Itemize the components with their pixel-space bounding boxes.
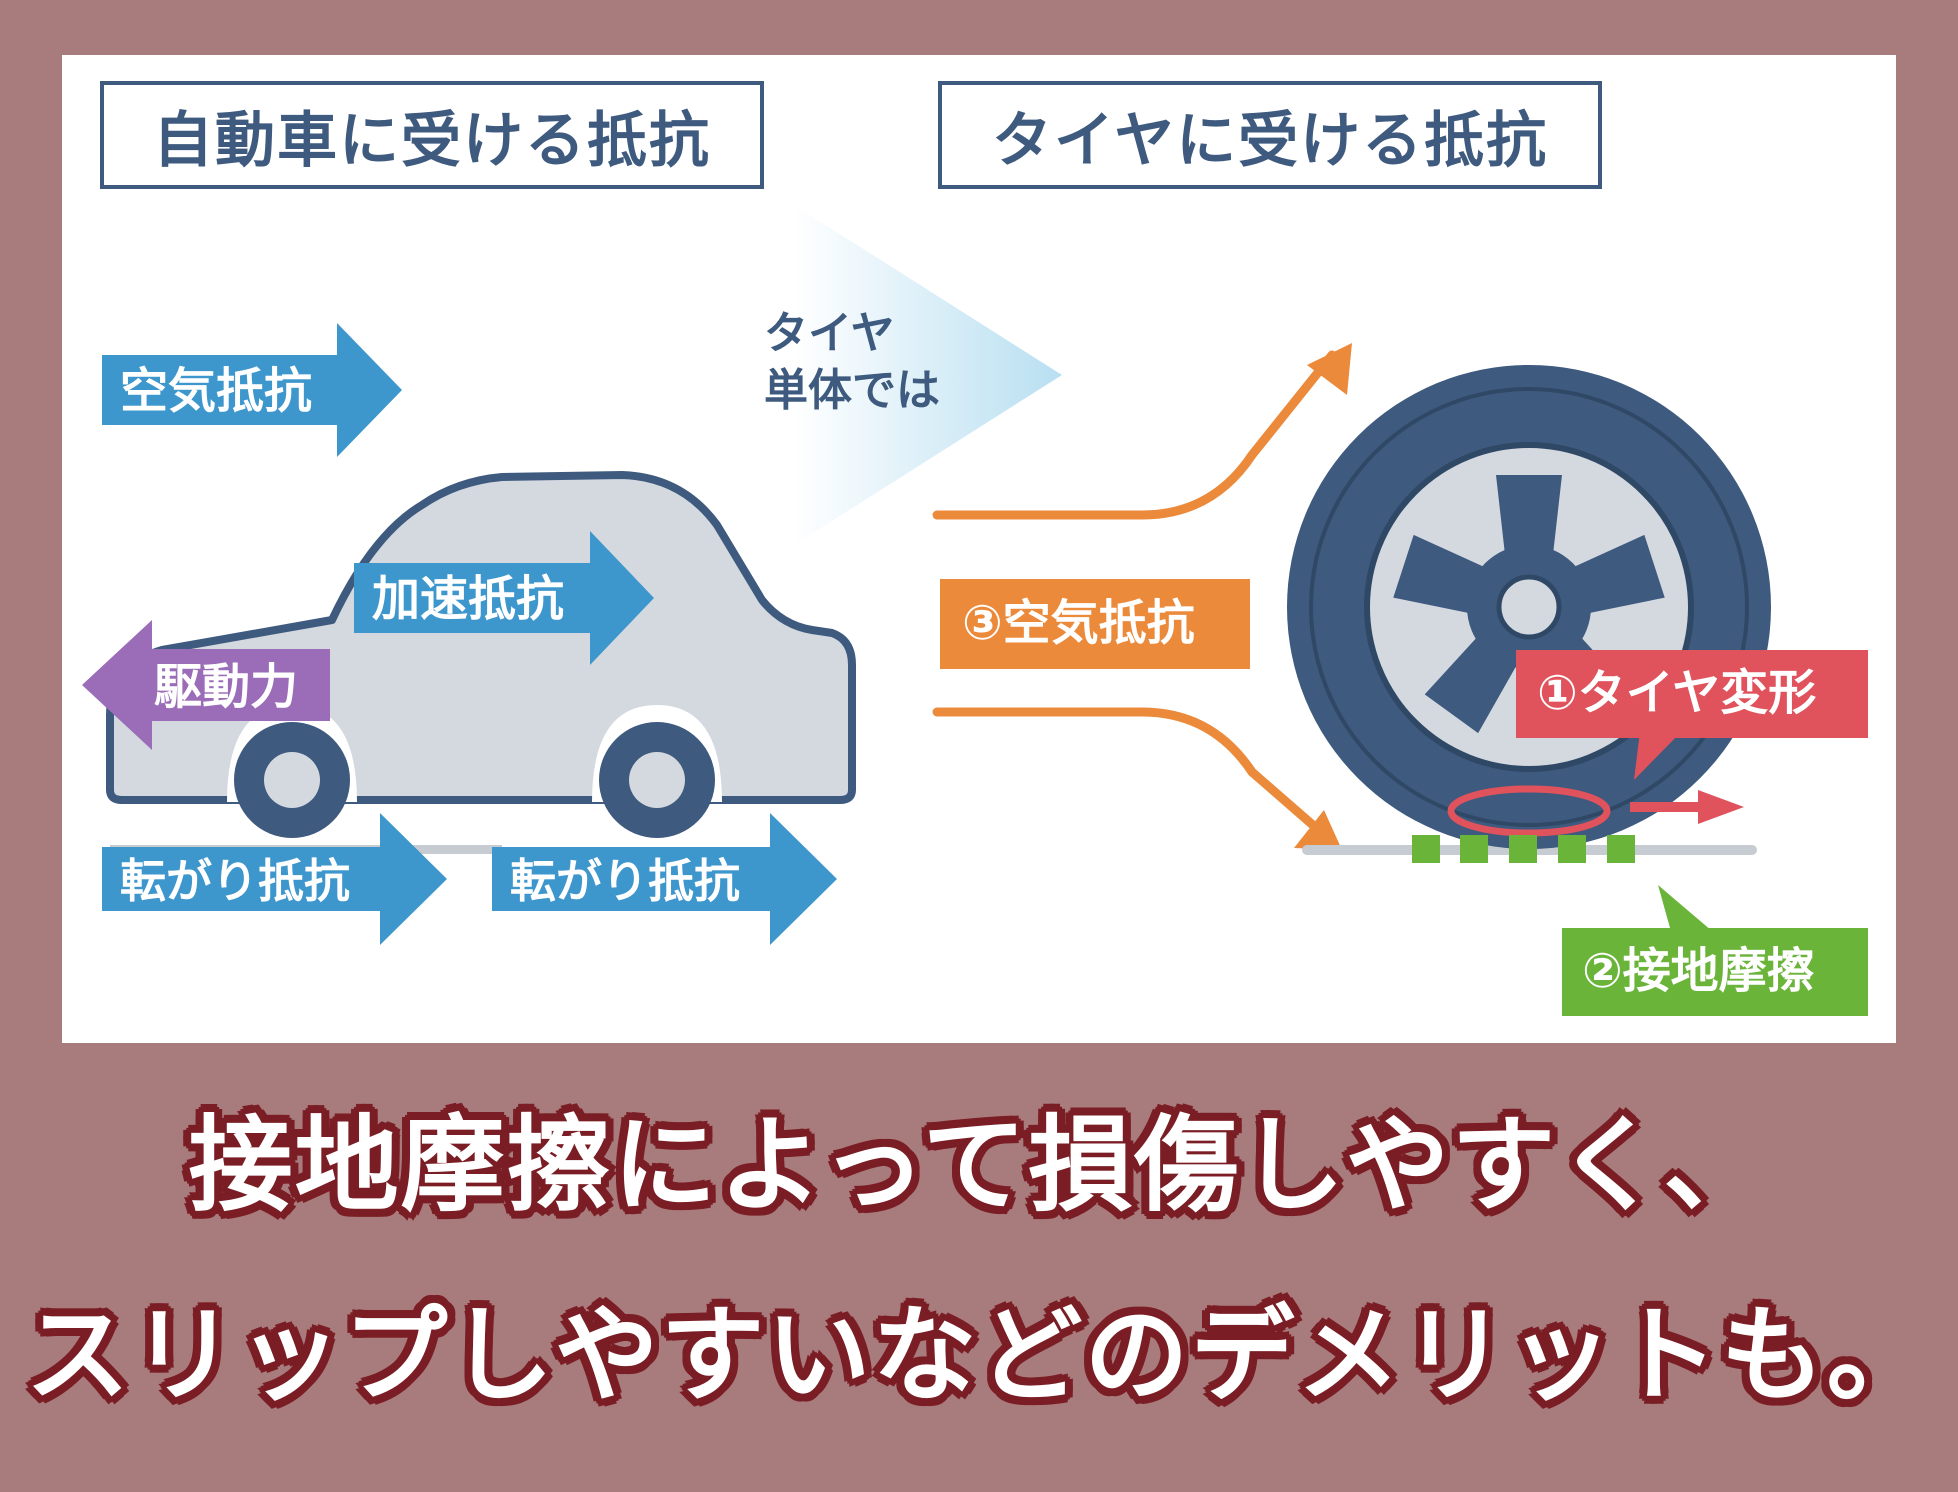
ground-contact-blocks	[1412, 835, 1635, 863]
deformation-arrowhead	[1698, 790, 1744, 824]
caption: 接地摩擦によって損傷しやすく、 スリップしやすいなどのデメリットも。	[0, 1070, 1958, 1450]
tire-deformation-box	[1516, 650, 1868, 738]
caption-line-2: スリップしやすいなどのデメリットも。	[25, 1294, 1933, 1416]
transition-line1: タイヤ	[764, 308, 895, 359]
acceleration-resistance-arrow	[354, 531, 654, 665]
driving-force-arrow	[82, 620, 330, 750]
ground-friction-pointer	[1658, 885, 1712, 935]
caption-line-1: 接地摩擦によって損傷しやすく、	[188, 1104, 1770, 1226]
deformation-arrow-shaft	[1630, 802, 1700, 812]
tire-deformation-pointer	[1634, 731, 1682, 780]
tire-air-resistance-box	[940, 579, 1250, 669]
rolling-resistance-arrow-rear	[492, 813, 837, 945]
airflow-line-upper	[932, 350, 1337, 520]
airflow-line-lower	[932, 707, 1327, 838]
deformation-ellipse	[1447, 785, 1611, 837]
car-resistance-title: 自動車に受ける抵抗	[100, 81, 764, 189]
rolling-resistance-label-front: 転がり抵抗	[120, 854, 350, 908]
resistance-diagram: 空気抵抗 加速抵抗 駆動力 転がり抵抗 転がり抵抗 タイヤ 単体では ③空気抵抗	[82, 205, 1868, 1016]
driving-force-label: 駆動力	[154, 659, 298, 715]
air-resistance-label: 空気抵抗	[120, 363, 312, 419]
airflow-arrowhead-lower	[1294, 810, 1342, 850]
tire-air-resistance-label: ③空気抵抗	[962, 595, 1195, 651]
tire-resistance-title: タイヤに受ける抵抗	[938, 81, 1602, 189]
tire-deformation-label: ①タイヤ変形	[1537, 665, 1816, 721]
diagram-panel: 空気抵抗 加速抵抗 駆動力 転がり抵抗 転がり抵抗 タイヤ 単体では ③空気抵抗	[62, 55, 1896, 1043]
car-hub-front	[264, 752, 320, 808]
air-resistance-arrow	[102, 323, 402, 457]
acceleration-resistance-label: 加速抵抗	[372, 571, 564, 627]
rolling-resistance-label-rear: 転がり抵抗	[510, 854, 740, 908]
ground-friction-label: ②接地摩擦	[1582, 943, 1815, 999]
rolling-resistance-arrow-front	[102, 813, 447, 945]
transition-triangle	[794, 205, 1062, 545]
car-body	[106, 471, 856, 804]
wheel-hub	[1496, 574, 1562, 640]
transition-line2: 単体では	[764, 365, 940, 416]
airflow-arrowhead-upper	[1307, 343, 1352, 395]
car-hub-rear	[629, 752, 685, 808]
ground-friction-box	[1562, 928, 1868, 1016]
tire-sidewall-line	[1309, 387, 1749, 827]
